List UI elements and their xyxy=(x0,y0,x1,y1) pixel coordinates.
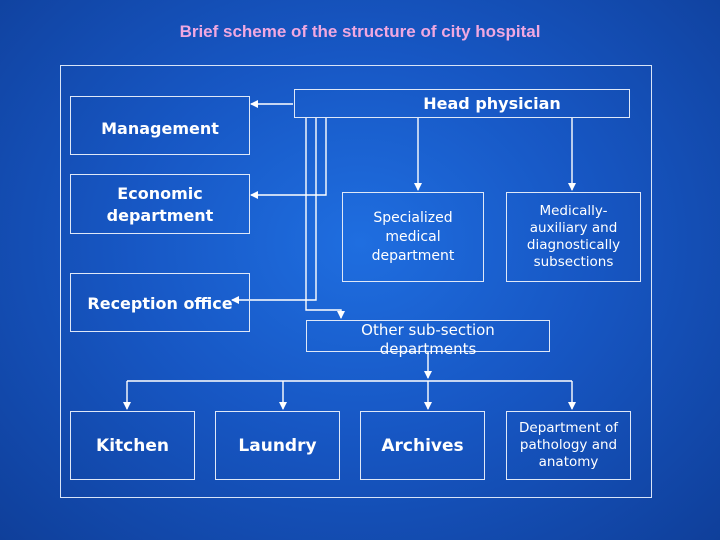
specialized-medical-department-box: Specialized medical department xyxy=(342,192,484,282)
arrow-to-economic xyxy=(250,118,327,199)
other-subsection-departments-box: Other sub-section departments xyxy=(306,320,550,358)
laundry-box: Laundry xyxy=(215,411,340,480)
kitchen-box: Kitchen xyxy=(70,411,195,480)
arrow-to-reception xyxy=(231,118,317,304)
diagram-frame xyxy=(60,65,652,498)
economic-department-box: Economic department xyxy=(70,174,250,234)
medically-auxiliary-box: Medically-auxiliary and diagnostically s… xyxy=(506,192,641,282)
head-physician-box: Head physician xyxy=(294,89,630,118)
management-box: Management xyxy=(70,96,250,155)
arrow-to-other xyxy=(305,118,345,319)
reception-office-box: Reception office xyxy=(70,273,250,332)
diagram-title: Brief scheme of the structure of city ho… xyxy=(179,22,541,41)
archives-box: Archives xyxy=(360,411,485,480)
pathology-anatomy-box: Department of pathology and anatomy xyxy=(506,411,631,480)
